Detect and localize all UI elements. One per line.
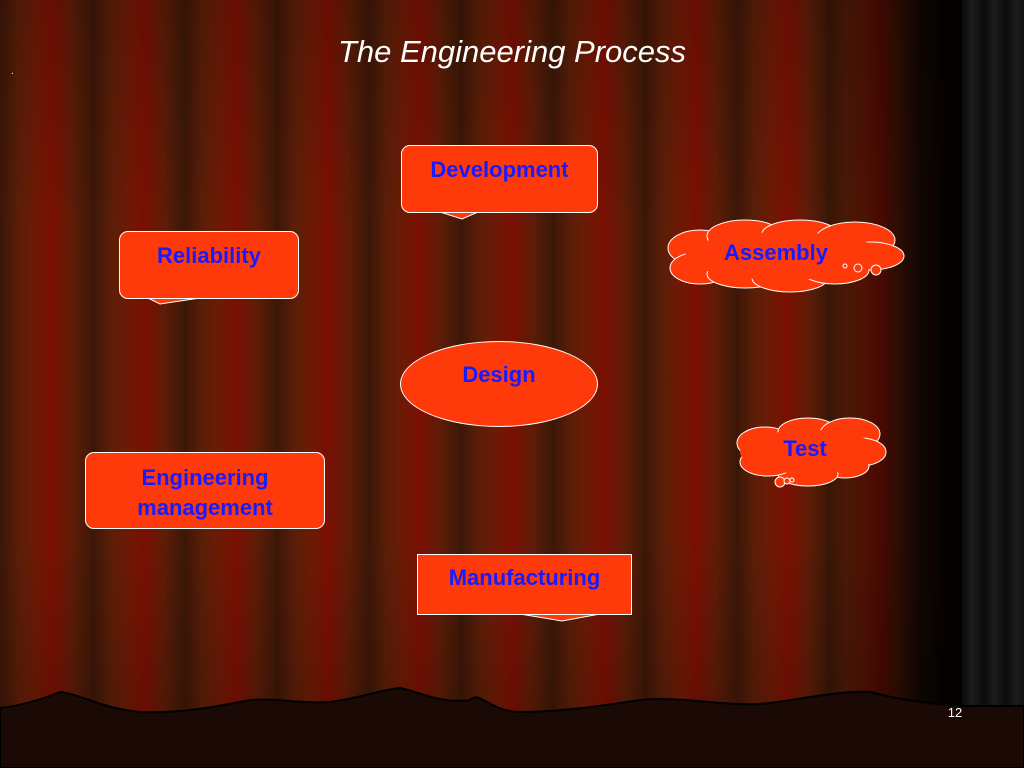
development-node[interactable]: Development: [401, 145, 598, 213]
corner-mark: .: [11, 66, 14, 77]
assembly-node[interactable]: Assembly: [700, 238, 852, 270]
design-node[interactable]: Design: [400, 341, 598, 427]
reliability-label: Reliability: [157, 243, 261, 268]
assembly-label: Assembly: [724, 240, 828, 265]
development-label: Development: [430, 157, 569, 182]
right-dark-curtain: [962, 0, 1024, 768]
test-node[interactable]: Test: [755, 434, 855, 466]
test-label: Test: [783, 436, 827, 461]
manufacturing-label: Manufacturing: [448, 565, 601, 590]
page-number: 12: [947, 705, 963, 720]
reliability-node[interactable]: Reliability: [119, 231, 299, 299]
engineering-management-label: Engineering management: [137, 465, 273, 520]
design-label: Design: [462, 362, 536, 387]
manufacturing-node[interactable]: Manufacturing: [417, 554, 632, 615]
slide-title: The Engineering Process: [337, 34, 687, 69]
engineering-management-node[interactable]: Engineering management: [85, 452, 325, 529]
